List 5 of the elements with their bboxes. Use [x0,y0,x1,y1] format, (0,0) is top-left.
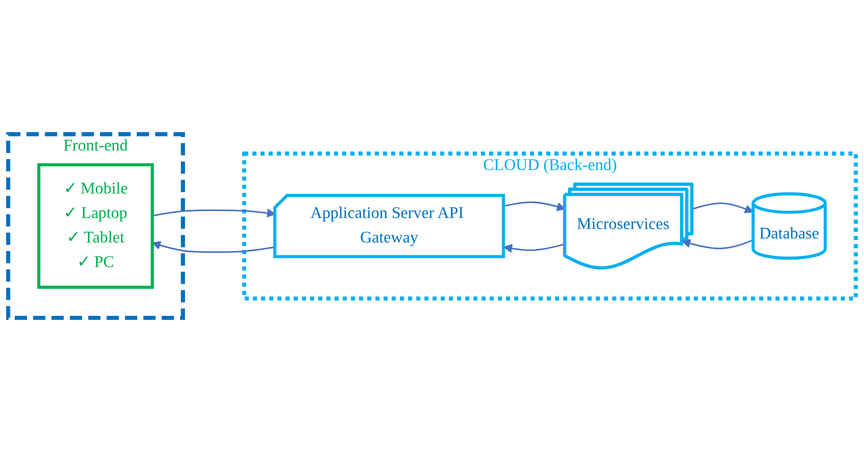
arrow [152,241,276,254]
arrow [504,244,566,254]
arrow [692,202,754,214]
node-box: ✓ Mobile ✓ Laptop ✓ Tablet ✓ PC [37,164,154,290]
arrow [682,240,754,250]
